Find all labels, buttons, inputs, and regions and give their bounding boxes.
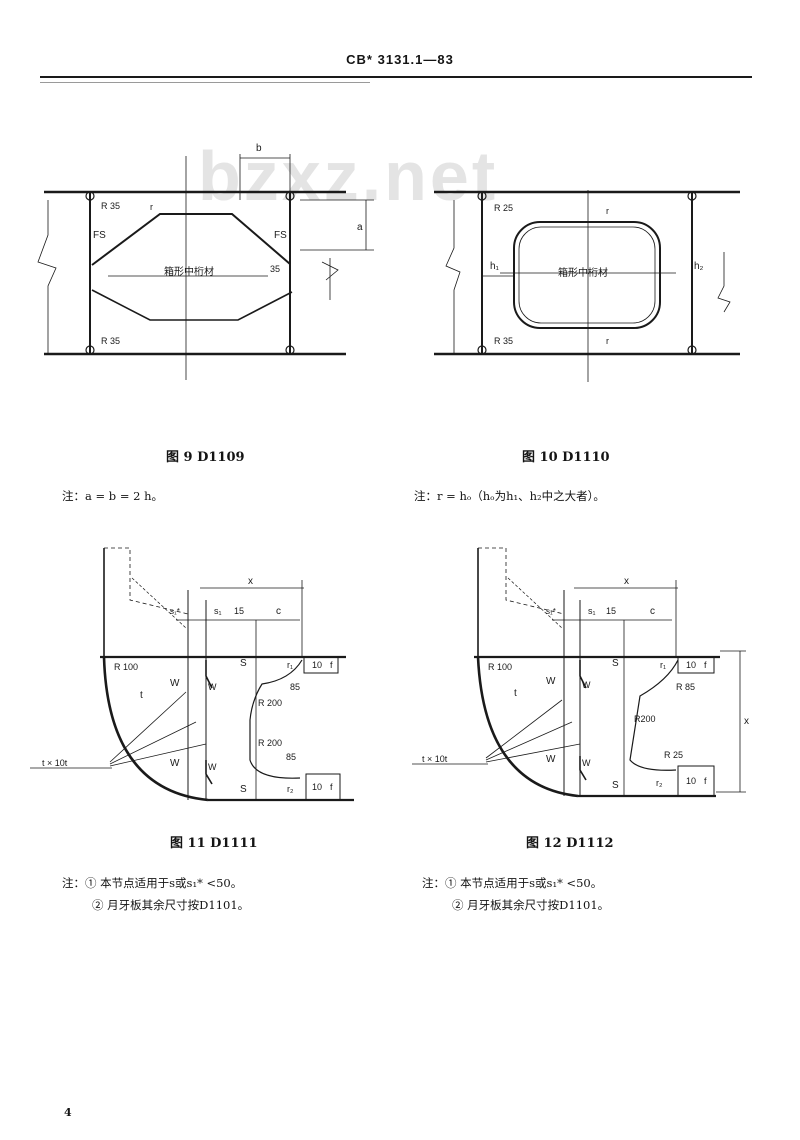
fig11-label-w1: W [170, 678, 180, 689]
fig11-note-2: ② 月牙板其余尺寸按D1101。 [92, 898, 250, 912]
fig12-label-r85: R 85 [676, 682, 695, 692]
fig10-label-r-top: R 25 [494, 203, 513, 213]
fig11-note-1: 注：① 本节点适用于s或s₁* <50。 [62, 876, 243, 890]
fig10-label-r2: r [606, 336, 609, 346]
fig9-label-b: b [256, 143, 262, 154]
fig11-label-10b: 10 [312, 782, 322, 792]
fig11-label-w4: W [208, 762, 217, 772]
page-header: CB* 3131.1—83 [346, 52, 454, 67]
fig12-label-w1: W [546, 676, 556, 687]
page-number: 4 [64, 1106, 72, 1119]
fig12-label-thickness: t × 10t [422, 754, 448, 764]
fig12-label-s1: s₁ [588, 606, 596, 616]
fig11-label-s1: s₁ [214, 606, 222, 616]
fig10-note: 注：r = hₒ（hₒ为h₁、h₂中之大者）。 [414, 489, 605, 503]
fig9-caption: 图 9 D1109 [166, 450, 245, 465]
fig11-label-thickness: t × 10t [42, 758, 68, 768]
fig10-label-center: 箱形中桁材 [558, 266, 608, 279]
fig11-label-s-top: S [240, 658, 247, 669]
watermark: bzxz.net [198, 137, 499, 215]
fig12-note-1: 注：① 本节点适用于s或s₁* <50。 [422, 876, 603, 890]
fig9-label-a: a [357, 222, 363, 233]
fig12-label-t: t [514, 688, 517, 699]
header-rule [40, 76, 752, 78]
fig11-label-f2: f [330, 782, 333, 792]
fig12-label-r100: R 100 [488, 662, 512, 672]
fig11-label-t: t [140, 690, 143, 701]
fig11-label-w2: W [208, 682, 217, 692]
fig10-label-r1: r [606, 206, 609, 216]
fig11-label-f1: f [330, 660, 333, 670]
fig12-label-15: 15 [606, 606, 616, 616]
fig11-label-w3: W [170, 758, 180, 769]
fig10-label-h2: h₂ [694, 261, 704, 272]
fig11-label-s-bottom: S [240, 784, 247, 795]
fig10-caption: 图 10 D1110 [522, 450, 610, 465]
fig12-label-w4: W [582, 758, 591, 768]
fig12-label-r200: R200 [634, 714, 656, 724]
fig10-label-h1: h₁ [490, 261, 500, 272]
fig10-label-r-bottom: R 35 [494, 336, 513, 346]
fig11-label-r200b: R 200 [258, 738, 282, 748]
fig12-note-2: ② 月牙板其余尺寸按D1101。 [452, 898, 610, 912]
fig11-label-x: x [248, 576, 253, 587]
fig12-label-x: x [624, 576, 629, 587]
fig12-label-w2: W [582, 680, 591, 690]
fig12-label-s-bottom: S [612, 780, 619, 791]
fig11-label-85b: 85 [286, 752, 296, 762]
fig12-label-r25: R 25 [664, 750, 683, 760]
fig12-label-r1: r₁ [660, 660, 666, 670]
fig12-label-r2: r₂ [656, 778, 663, 788]
fig9-label-r: r [150, 202, 153, 212]
fig11-label-85a: 85 [290, 682, 300, 692]
fig11-label-r2: r₂ [287, 784, 294, 794]
fig11-label-10a: 10 [312, 660, 322, 670]
fig12-label-s1-star: s₁* [546, 607, 556, 616]
fig11-label-r200a: R 200 [258, 698, 282, 708]
fig11-label-r100: R 100 [114, 662, 138, 672]
fig12-label-c: c [650, 606, 655, 617]
fig12-caption: 图 12 D1112 [526, 836, 614, 851]
fig12-label-x-right: x [744, 716, 749, 727]
fig12-label-10b: 10 [686, 776, 696, 786]
header-subrule [40, 82, 370, 83]
fig9-label-fs-right: FS [274, 230, 287, 241]
fig12-label-f2: f [704, 776, 707, 786]
fig12-label-f1: f [704, 660, 707, 670]
fig12-label-w3: W [546, 754, 556, 765]
fig9-label-35: 35 [270, 264, 280, 274]
fig11-label-15: 15 [234, 606, 244, 616]
fig11-label-s1-star: s₁* [170, 607, 180, 616]
fig12-label-10a: 10 [686, 660, 696, 670]
fig11-label-r1: r₁ [287, 660, 293, 670]
fig9-label-r-bottom: R 35 [101, 336, 120, 346]
fig12-label-s-top: S [612, 658, 619, 669]
fig11-label-c: c [276, 606, 281, 617]
fig9-label-fs-left: FS [93, 230, 106, 241]
fig11-caption: 图 11 D1111 [170, 836, 258, 851]
fig9-note: 注：a = b = 2 h。 [62, 489, 163, 503]
fig9-label-r-top: R 35 [101, 201, 120, 211]
fig9-label-center: 箱形中桁材 [164, 265, 214, 278]
